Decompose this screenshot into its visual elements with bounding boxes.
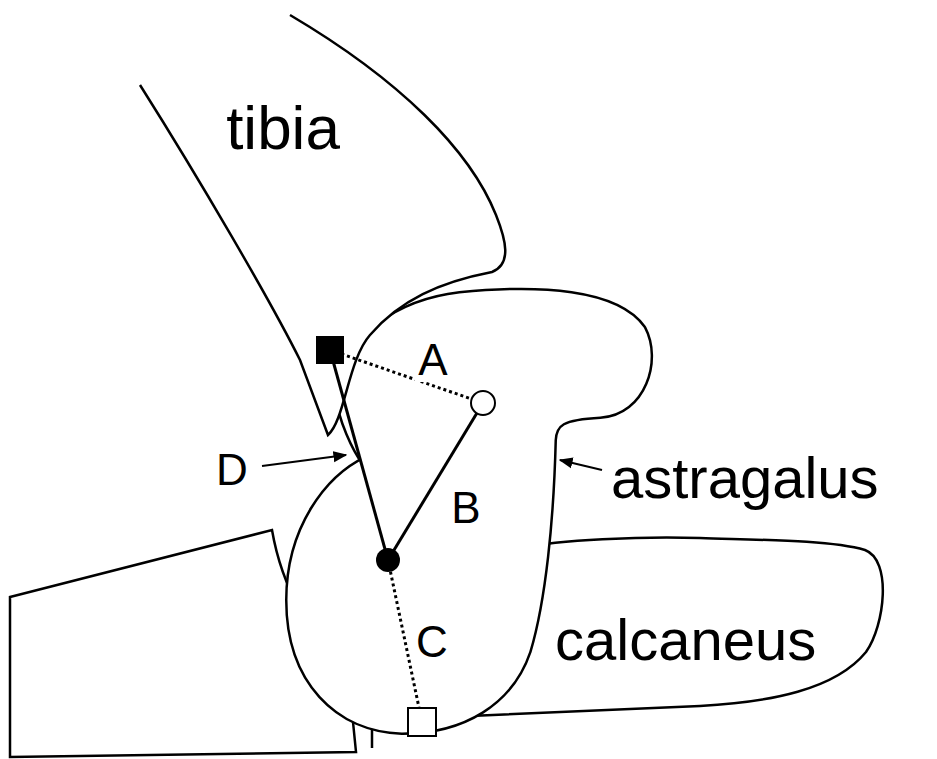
tibia-marker <box>316 336 344 364</box>
bone-name: astragalus <box>608 449 882 507</box>
leader-astragalus <box>560 460 602 470</box>
bone-name: tibia <box>223 97 343 159</box>
segment-letter: B <box>448 486 483 530</box>
segment-letter: C <box>413 620 451 664</box>
leader-d <box>262 455 346 466</box>
astragalus-pivot <box>471 391 495 415</box>
link-b <box>388 403 483 560</box>
segment-letter: D <box>213 448 251 492</box>
astragalus-marker <box>376 548 400 572</box>
bone-name: calcaneus <box>552 611 819 669</box>
link-a <box>330 350 483 403</box>
calcaneus-marker <box>408 708 436 736</box>
segment-letter: A <box>415 338 450 382</box>
tibia-bone <box>140 15 505 435</box>
